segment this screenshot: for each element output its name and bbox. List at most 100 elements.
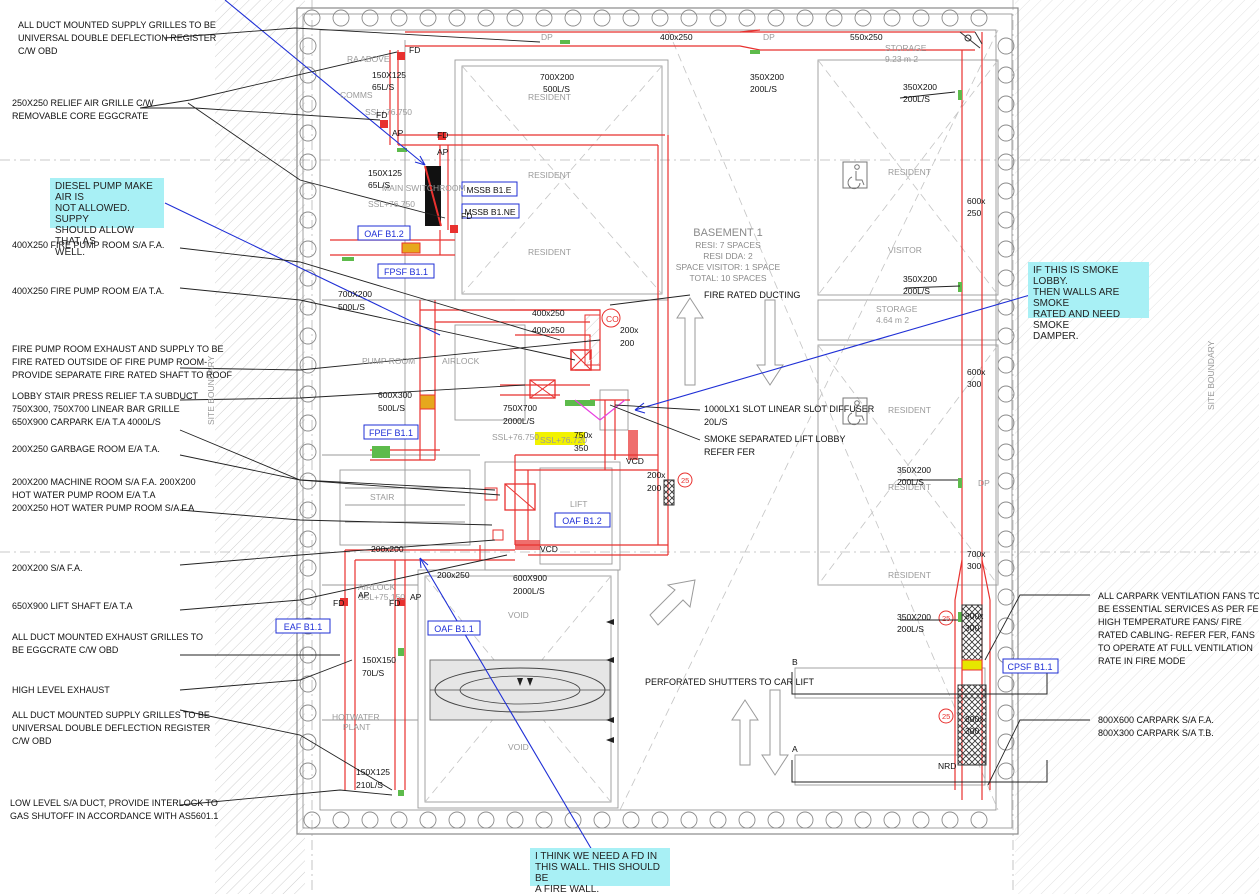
marker-circles	[601, 308, 954, 724]
tag-fpsf[interactable]: FPSF B1.1	[377, 263, 435, 279]
svg-text:MSSB B1.NE: MSSB B1.NE	[464, 207, 515, 217]
svg-text:200L/S: 200L/S	[903, 94, 930, 104]
svg-text:VCD: VCD	[540, 544, 558, 554]
svg-text:FD: FD	[333, 598, 344, 608]
svg-text:REFER FER: REFER FER	[704, 447, 756, 457]
note-fd-wall[interactable]: I THINK WE NEED A FD IN THIS WALL. THIS …	[530, 848, 670, 895]
svg-text:200x250: 200x250	[437, 570, 470, 580]
ssl-label: SSL+76.750	[368, 199, 415, 209]
tag-mssb-e[interactable]: MSSB B1.E	[461, 181, 518, 197]
pile-circle	[448, 811, 466, 829]
svg-text:PROVIDE SEPARATE FIRE RATED SH: PROVIDE SEPARATE FIRE RATED SHAFT TO ROO…	[12, 370, 233, 380]
svg-text:B: B	[792, 657, 798, 667]
pile-circle	[970, 9, 988, 27]
note-line: IF THIS IS SMOKE LOBBY.	[1033, 265, 1119, 287]
svg-text:CO: CO	[606, 314, 619, 324]
svg-text:200L/S: 200L/S	[903, 286, 930, 296]
basement-block: BASEMENT 1 RESI: 7 SPACES RESI DDA: 2 SP…	[676, 227, 781, 283]
left-callouts: ALL DUCT MOUNTED SUPPLY GRILLES TO BE UN…	[10, 20, 233, 821]
svg-text:200X200 S/A F.A.: 200X200 S/A F.A.	[12, 563, 83, 573]
note-smoke-lobby[interactable]: IF THIS IS SMOKE LOBBY. THEN WALLS ARE S…	[1028, 262, 1149, 342]
tag-oaf-b12-lift[interactable]: OAF B1.2	[554, 512, 611, 528]
site-boundary-right: SITE BOUNDARY	[1206, 340, 1216, 410]
ductwork	[330, 29, 991, 800]
svg-text:750X700: 750X700	[503, 403, 537, 413]
pile-circle	[299, 675, 317, 693]
pile-circle	[506, 9, 524, 27]
svg-text:LOBBY STAIR PRESS RELIEF T.A S: LOBBY STAIR PRESS RELIEF T.A SUBDUCT	[12, 391, 199, 401]
pile-circle	[361, 9, 379, 27]
tag-mssb-ne[interactable]: MSSB B1.NE	[461, 203, 520, 219]
pile-circle	[912, 9, 930, 27]
svg-text:ALL CARPARK VENTILATION FANS T: ALL CARPARK VENTILATION FANS TO	[1098, 591, 1259, 601]
svg-text:C/W OBD: C/W OBD	[18, 46, 58, 56]
pile-circle	[303, 9, 321, 27]
pile-circle	[651, 811, 669, 829]
svg-text:150X125: 150X125	[372, 70, 406, 80]
pile-circle	[299, 269, 317, 287]
svg-text:65L/S: 65L/S	[368, 180, 391, 190]
note-line: THEN WALLS ARE SMOKE	[1033, 287, 1120, 309]
note-line: RATED AND NEED SMOKE	[1033, 309, 1121, 331]
pile-circle	[299, 356, 317, 374]
bay-label: RESIDENT	[528, 92, 571, 102]
pile-circle	[299, 704, 317, 722]
bay-label: VISITOR	[888, 245, 922, 255]
svg-text:350: 350	[574, 443, 588, 453]
pile-circle	[709, 811, 727, 829]
pile-circle	[564, 811, 582, 829]
svg-text:GAS SHUTOFF IN ACCORDANCE WITH: GAS SHUTOFF IN ACCORDANCE WITH AS5601.1	[10, 811, 218, 821]
tag-eaf[interactable]: EAF B1.1	[275, 618, 331, 634]
svg-text:200L/S: 200L/S	[897, 477, 924, 487]
svg-text:UNIVERSAL DOUBLE DEFLECTION RE: UNIVERSAL DOUBLE DEFLECTION REGISTER	[18, 33, 217, 43]
svg-text:HIGH TEMPERATURE FANS/ FIRE: HIGH TEMPERATURE FANS/ FIRE	[1098, 617, 1242, 627]
tag-fpef[interactable]: FPEF B1.1	[363, 424, 419, 440]
svg-text:25: 25	[681, 476, 689, 485]
tag-oaf-b12-top[interactable]: OAF B1.2	[357, 225, 411, 241]
svg-text:200X250 HOT WATER PUMP ROOM S/: 200X250 HOT WATER PUMP ROOM S/A F.A	[12, 503, 194, 513]
svg-text:400X250 FIRE PUMP ROOM E/A T.A: 400X250 FIRE PUMP ROOM E/A T.A.	[12, 286, 164, 296]
room-storage: STORAGE	[876, 304, 918, 314]
svg-text:800x: 800x	[965, 714, 984, 724]
room-void: VOID	[508, 610, 529, 620]
svg-text:600x: 600x	[967, 367, 986, 377]
note-diesel[interactable]: DIESEL PUMP MAKE AIR IS NOT ALLOWED. SUP…	[50, 178, 164, 258]
pile-circle	[448, 9, 466, 27]
pile-circle	[332, 811, 350, 829]
svg-text:300: 300	[967, 379, 981, 389]
right-callouts: ALL CARPARK VENTILATION FANS TO BE ESSEN…	[1098, 591, 1259, 738]
pile-circle	[651, 9, 669, 27]
pile-circle	[622, 9, 640, 27]
svg-text:600X300: 600X300	[378, 390, 412, 400]
svg-text:400x250: 400x250	[532, 325, 565, 335]
pile-circle	[390, 9, 408, 27]
svg-text:650X900 CARPARK E/A T.A 4000L/: 650X900 CARPARK E/A T.A 4000L/S	[12, 417, 161, 427]
pile-circle	[299, 443, 317, 461]
pile-circle	[796, 9, 814, 27]
svg-text:350X200: 350X200	[897, 612, 931, 622]
pile-circle	[997, 37, 1015, 55]
tag-oaf-b11[interactable]: OAF B1.1	[427, 620, 481, 636]
bay-label: RESIDENT	[888, 405, 931, 415]
bay-label: RESIDENT	[888, 570, 931, 580]
pile-circle	[997, 704, 1015, 722]
shutter-arrows	[517, 619, 614, 743]
svg-text:EAF B1.1: EAF B1.1	[284, 622, 323, 632]
svg-text:200X200 MACHINE ROOM S/A F.A.: 200X200 MACHINE ROOM S/A F.A. 200X200	[12, 477, 196, 487]
pile-circle	[997, 617, 1015, 635]
site-boundary-left: SITE BOUNDARY	[206, 355, 216, 425]
svg-text:200: 200	[647, 483, 661, 493]
svg-text:200: 200	[620, 338, 634, 348]
pile-circle	[709, 9, 727, 27]
svg-text:200x: 200x	[647, 470, 666, 480]
pile-circle	[419, 9, 437, 27]
pile-circle	[883, 9, 901, 27]
leader-lines	[139, 27, 1090, 806]
svg-text:ALL DUCT MOUNTED SUPPLY GRILLE: ALL DUCT MOUNTED SUPPLY GRILLES TO BE	[18, 20, 216, 30]
pile-circle	[535, 811, 553, 829]
tag-cpsf[interactable]: CPSF B1.1	[1002, 658, 1059, 674]
svg-text:2000L/S: 2000L/S	[513, 586, 545, 596]
svg-text:HOT WATER PUMP ROOM E/A T.A: HOT WATER PUMP ROOM E/A T.A	[12, 490, 156, 500]
svg-text:350X200: 350X200	[903, 274, 937, 284]
pile-circle	[825, 811, 843, 829]
